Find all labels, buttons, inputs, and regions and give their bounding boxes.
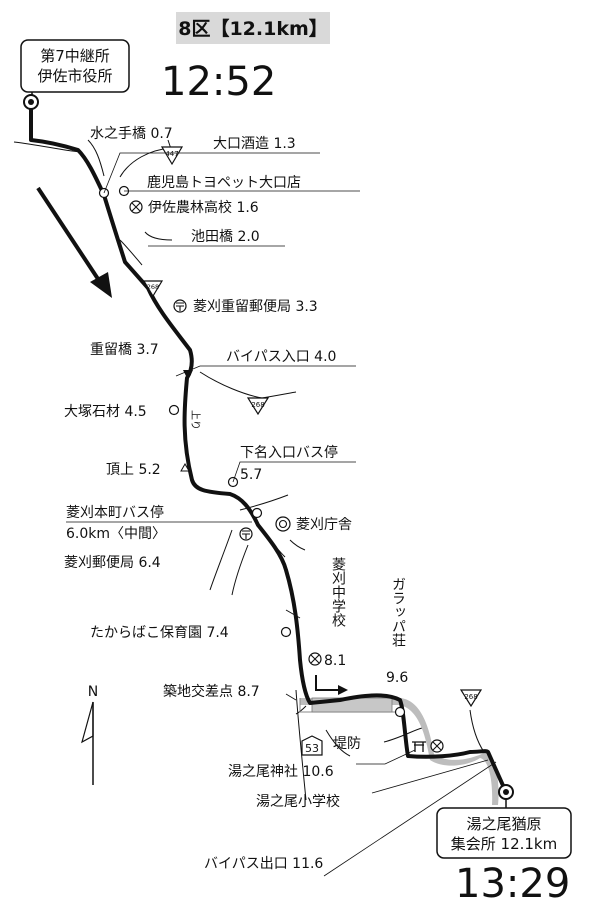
school-icon xyxy=(129,200,143,214)
north-label: N xyxy=(88,684,98,700)
school-icon xyxy=(308,652,322,666)
route-shield-447: 447 xyxy=(160,146,184,166)
label-bypass-in: バイパス入口 4.0 xyxy=(226,349,336,365)
label-hishikari-jhs: 菱刈中学校 xyxy=(330,557,346,627)
label-isa-hs: 伊佐農林高校 1.6 xyxy=(148,199,259,216)
svg-text:268: 268 xyxy=(147,283,159,291)
label-yunoo-shrine: 湯之尾神社 10.6 xyxy=(228,763,334,780)
finish-label-line1: 湯之尾猶原 xyxy=(466,815,541,833)
poi-marker-honmachi xyxy=(251,507,263,519)
route-shield-268-top: 268 xyxy=(142,280,164,298)
post-office-icon xyxy=(239,527,253,541)
svg-text:53: 53 xyxy=(305,742,319,755)
svg-text:268: 268 xyxy=(251,401,264,409)
label-mizunote: 水之手橋 0.7 xyxy=(90,126,173,142)
section-title: 8区【12.1km】 xyxy=(178,17,328,40)
route-arrow xyxy=(183,370,193,380)
finish-marker-dot xyxy=(503,789,509,795)
label-summit: 頂上 5.2 xyxy=(106,462,161,478)
poi-marker-takara xyxy=(280,626,292,638)
school-icon xyxy=(430,739,444,753)
label-teibo: 堤防 xyxy=(333,736,361,752)
label-oguchi-sake: 大口酒造 1.3 xyxy=(213,136,296,152)
svg-text:268: 268 xyxy=(464,693,477,701)
svg-text:447: 447 xyxy=(165,150,178,158)
route-shield-53: 53 xyxy=(301,735,323,756)
label-garappa: ガラッパ荘 xyxy=(390,577,406,647)
label-hishikari-po: 菱刈郵便局 6.4 xyxy=(64,555,161,571)
leader-lines xyxy=(66,152,497,877)
finish-label-line2: 集会所 12.1km xyxy=(451,835,557,853)
post-office-icon xyxy=(173,299,187,313)
summit-marker xyxy=(180,462,190,472)
label-bypass-out: バイパス出口 11.6 xyxy=(204,856,323,872)
finish-time: 13:29 xyxy=(455,861,570,907)
shrine-icon xyxy=(412,741,426,752)
finish-label-box xyxy=(436,807,572,859)
label-shigetome-po: 菱刈重留郵便局 3.3 xyxy=(193,299,318,315)
label-tsukiji: 築地交差点 8.7 xyxy=(163,683,260,700)
course-route xyxy=(29,104,507,791)
label-jhs-km: 8.1 xyxy=(324,653,346,669)
label-shimomyo-2: 5.7 xyxy=(240,467,262,483)
route-shield-268-right: 268 xyxy=(459,689,483,708)
label-hishikari-office: 菱刈庁舎 xyxy=(296,517,352,533)
poi-marker-otsuka xyxy=(168,404,180,416)
start-time: 12:52 xyxy=(161,59,276,105)
label-takara: たからばこ保育園 7.4 xyxy=(90,625,229,641)
start-label-line2: 伊佐市役所 xyxy=(37,67,112,85)
route-shield-268-mid: 268 xyxy=(246,397,270,416)
town-office-icon xyxy=(275,516,291,532)
label-honmachi-2: 6.0km〈中間〉 xyxy=(66,526,166,542)
start-label-line1: 第7中継所 xyxy=(40,47,110,65)
north-arrow: N xyxy=(81,684,98,785)
start-marker-dot xyxy=(28,99,34,105)
label-shimomyo-1: 下名入口バス停 xyxy=(240,444,338,461)
label-toyopet: 鹿児島トヨペット大口店 xyxy=(147,174,301,191)
label-yunoo-es: 湯之尾小学校 xyxy=(256,793,340,810)
start-label-box xyxy=(20,39,130,93)
label-shigetome-br: 重留橋 3.7 xyxy=(90,342,159,358)
direction-arrow xyxy=(36,186,112,298)
junction-arrow xyxy=(315,675,348,695)
label-otsuka: 大塚石材 4.5 xyxy=(64,404,147,420)
label-garappa-km: 9.6 xyxy=(386,670,408,686)
label-honmachi-1: 菱刈本町バス停 xyxy=(66,504,164,521)
poi-marker-garappa xyxy=(394,706,406,718)
section-title-box xyxy=(176,12,330,44)
label-nobori: 上り xyxy=(189,410,201,430)
label-ikeda: 池田橋 2.0 xyxy=(191,229,260,245)
